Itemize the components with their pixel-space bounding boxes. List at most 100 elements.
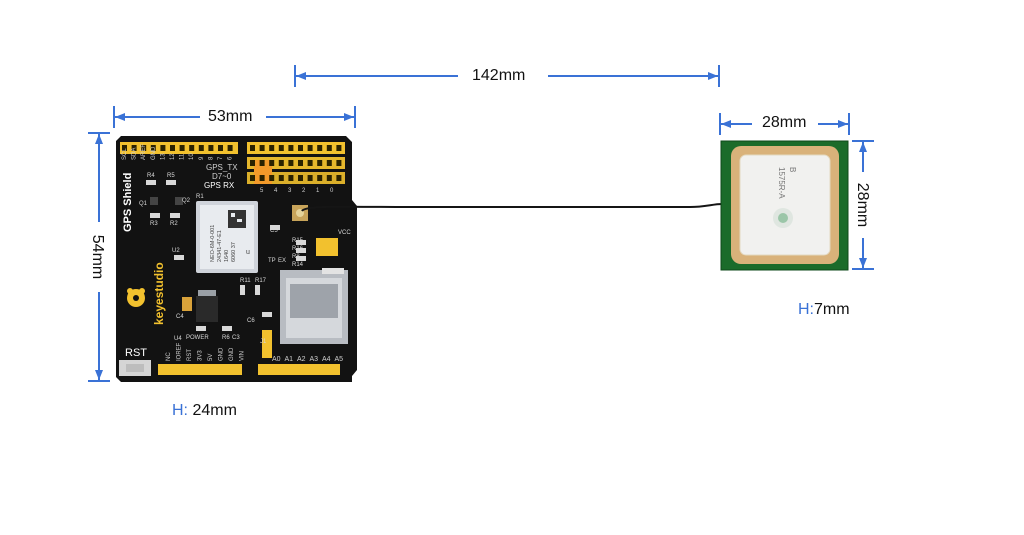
header-pin-hole [269, 145, 275, 151]
antenna-height-label: 28mm [854, 182, 872, 228]
part-label: R15 [292, 238, 304, 244]
antenna-height-note: H:7mm [798, 301, 850, 319]
header-pin-hole [326, 145, 332, 151]
top-pin-label: SDA [132, 148, 138, 160]
shield-brand: keyestudio [152, 262, 166, 325]
part-label: R2 [170, 221, 178, 227]
antenna-chip-letter: B [788, 167, 797, 172]
top-pin-label: 11 [180, 153, 186, 160]
header-pin-hole [307, 145, 313, 151]
d7-0-label: D7~0 [212, 172, 232, 181]
part-label: Q1 [139, 201, 148, 207]
part-label: POWER [186, 335, 209, 341]
power-pin-label: GND [229, 347, 235, 361]
header-pin-hole [326, 160, 332, 166]
power-pin-label: RST [187, 349, 193, 361]
part-label: R5 [167, 173, 175, 179]
module-text-line: 1640 [224, 250, 230, 262]
part-label: R4 [147, 173, 155, 179]
module-text-line: NEO-6M-0-001 [210, 225, 216, 262]
voltage-regulator [182, 290, 218, 322]
part-label: EX [278, 258, 286, 264]
part-label: C3 [232, 335, 240, 341]
antenna-chip-text: B 1575R-A [777, 167, 797, 199]
header-pin-hole [170, 145, 175, 151]
header-pin-hole [198, 145, 204, 151]
header-pin-hole [179, 145, 185, 151]
part-label: C5 [270, 228, 278, 234]
gps-shield-board [116, 136, 357, 382]
part-label: J1 [260, 339, 267, 345]
header-pin-hole [288, 145, 294, 151]
top-pin-label: 8 [208, 156, 214, 160]
top-pin-label: 3 [288, 188, 292, 194]
gps-antenna [720, 140, 849, 271]
top-pin-label: 12 [170, 153, 176, 160]
gps-tx-label: GPS_TX [206, 163, 238, 172]
dim-shield-width [113, 106, 356, 128]
top-pin-label: 5 [260, 188, 264, 194]
antenna-chip-model: 1575R-A [777, 167, 786, 199]
module-marker: u [246, 249, 250, 256]
header-pin-hole [150, 145, 156, 151]
dim-total-length [294, 65, 720, 87]
top-pin-label: GND [151, 146, 157, 160]
antenna-width-label: 28mm [762, 114, 807, 131]
header-pin-hole [259, 145, 265, 151]
header-pin-hole [288, 175, 294, 181]
part-label: U4 [174, 336, 182, 342]
header-pin-hole [250, 175, 255, 181]
header-pin-hole [278, 160, 284, 166]
dim-shield-height [88, 132, 110, 382]
part-label: R17 [255, 278, 267, 284]
top-header-pins [122, 145, 342, 181]
shield-thickness-value: 24mm [192, 402, 237, 419]
total-length-label: 142mm [472, 67, 526, 84]
sd-card-slot [280, 268, 348, 344]
header-pin-hole [250, 160, 255, 166]
gps-rx-label: GPS RX [204, 181, 235, 190]
part-label: R11 [240, 278, 251, 284]
part-label: TP [268, 258, 276, 264]
module-text-line: 6060 37 [231, 242, 237, 262]
analog-pin-label: A1 [285, 356, 294, 363]
shield-height-label: 54mm [89, 234, 107, 280]
header-pin-hole [269, 175, 275, 181]
analog-pin-label: A2 [297, 356, 306, 363]
header-pin-hole [259, 175, 265, 181]
power-pin-label: 5V [208, 354, 214, 361]
module-text-line: 24341-47-E1 [217, 230, 223, 262]
power-pin-label: 3V3 [198, 350, 204, 361]
top-pin-label: SCL [122, 148, 128, 160]
top-pin-label: 4 [274, 188, 278, 194]
top-pin-label: 7 [218, 156, 224, 160]
shield-height-note: H: 24mm [172, 402, 237, 420]
header-pin-hole [227, 145, 233, 151]
header-pin-hole [336, 175, 342, 181]
header-pin-hole [326, 175, 332, 181]
header-pin-hole [298, 175, 303, 181]
shield-title: GPS Shield [122, 173, 134, 232]
top-pin-label: 10 [189, 153, 195, 160]
part-label: C4 [176, 314, 184, 320]
header-pin-hole [259, 160, 265, 166]
power-pin-label: GND [219, 347, 225, 361]
height-prefix: H: [172, 402, 188, 419]
ipex-connector [292, 205, 308, 221]
bottom-header-analog [258, 364, 340, 375]
part-label: R14 [292, 262, 304, 268]
header-pin-hole [269, 160, 275, 166]
part-label: C6 [247, 318, 255, 324]
part-label: VCC [338, 230, 351, 236]
antenna-feed-point-icon [773, 208, 793, 228]
height-prefix: H: [798, 301, 814, 318]
analog-pin-label: A5 [335, 356, 344, 363]
power-pin-label: NC [166, 352, 172, 361]
keyestudio-logo-icon [127, 288, 145, 307]
header-pin-hole [278, 145, 284, 151]
antenna-cable [301, 203, 723, 212]
reset-button [119, 360, 151, 376]
module-text: NEO-6M-0-001 24341-47-E1 1640 6060 37 [210, 225, 237, 262]
antenna-thickness-value: 7mm [814, 301, 850, 318]
